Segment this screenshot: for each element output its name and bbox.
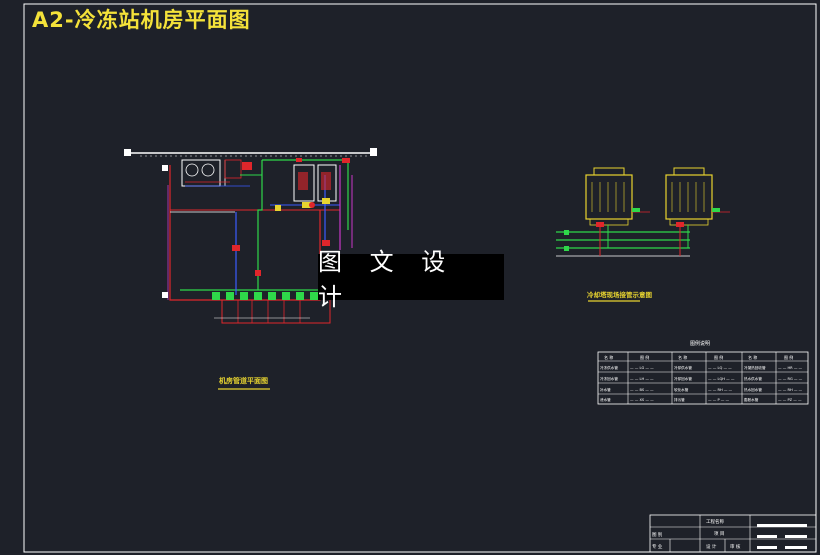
legend-cell: — — HR — — [778,366,803,370]
legend-cell: 膨胀水管 [744,397,759,402]
legend-cell: — — RH — — [778,388,803,392]
title-block-item: 项 目 [714,531,724,537]
legend-cell: — — LQH — — [708,377,735,381]
legend-cell: 热水供水管 [744,376,762,381]
legend-cell: — — BS — — [630,388,654,392]
legend-title: 图例说明 [690,340,710,347]
title-block-major: 专 业 [652,543,663,550]
legend-header: 图 例 [640,354,649,360]
legend-cell: — — XS — — [630,398,654,402]
legend-cell: — — RG — — [778,377,803,381]
title-block-check: 审 核 [730,543,741,550]
drawing-title: A2-冷冻站机房平面图 [32,8,251,32]
legend-header: 图 例 [714,354,723,360]
tower-caption: 冷却塔现场接管示意图 [587,290,653,299]
watermark-label: 图 文 设 计 [318,248,504,311]
legend-cell: 补水管 [600,387,611,392]
legend-table [597,351,809,405]
legend-cell: — — LQ — — [708,366,732,370]
legend-headers: 名 称 图 例 名 称 图 例 名 称 图 例 [604,354,793,360]
drawing-frame [23,3,817,553]
cooling-tower-diagram [556,167,730,257]
legend-header: 名 称 [748,354,757,360]
legend-header: 名 称 [678,354,687,360]
title-block-project: 工程名称 [706,518,724,525]
legend-cell: — — LG — — [630,366,654,370]
title-block-drawing: 图 别 [652,531,663,538]
legend-cell: — — RH — — [708,388,733,392]
pump-row [212,292,318,300]
legend-cell: 排污管 [674,397,685,402]
legend-header: 名 称 [604,354,613,360]
legend-cell: — — LH — — [630,377,654,381]
legend-cell: — — PZ — — [778,398,802,402]
legend-cell: 冷冻供水管 [600,365,618,370]
title-block-design: 设 计 [706,543,717,550]
plan-caption: 机房管道平面图 [219,376,268,385]
legend-cell: 泄水管 [600,397,611,402]
title-block-labels: 工程名称 项 目 专 业 设 计 图 别 审 核 [652,518,741,550]
legend-cell: 冷凝热回收管 [744,365,766,370]
legend-cell: 软化水管 [674,387,689,392]
legend-cell: 冷却回水管 [674,376,692,381]
legend-cell: — — P — — [708,398,730,402]
legend-cell: 冷却供水管 [674,365,692,370]
legend-cell: 冷冻回水管 [600,376,618,381]
legend-rows: 冷冻供水管 — — LG — — 冷却供水管 — — LQ — — 冷凝热回收管… [600,365,803,402]
legend-cell: 热水回水管 [744,387,762,392]
legend-header: 图 例 [784,354,793,360]
title-block [649,514,817,553]
